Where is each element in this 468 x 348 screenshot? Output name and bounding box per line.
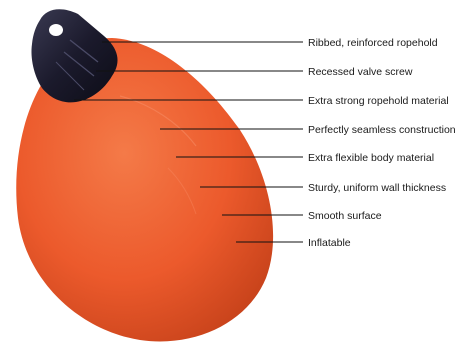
label-flexible-body: Extra flexible body material: [308, 152, 434, 164]
label-wall-thickness: Sturdy, uniform wall thickness: [308, 182, 446, 194]
label-valve-screw: Recessed valve screw: [308, 66, 413, 78]
ropehold-eyelet: [49, 24, 63, 36]
label-inflatable: Inflatable: [308, 237, 351, 249]
label-ropehold-material: Extra strong ropehold material: [308, 95, 449, 107]
label-seamless: Perfectly seamless construction: [308, 124, 456, 136]
label-ribbed-ropehold: Ribbed, reinforced ropehold: [308, 37, 438, 49]
label-smooth-surface: Smooth surface: [308, 210, 382, 222]
